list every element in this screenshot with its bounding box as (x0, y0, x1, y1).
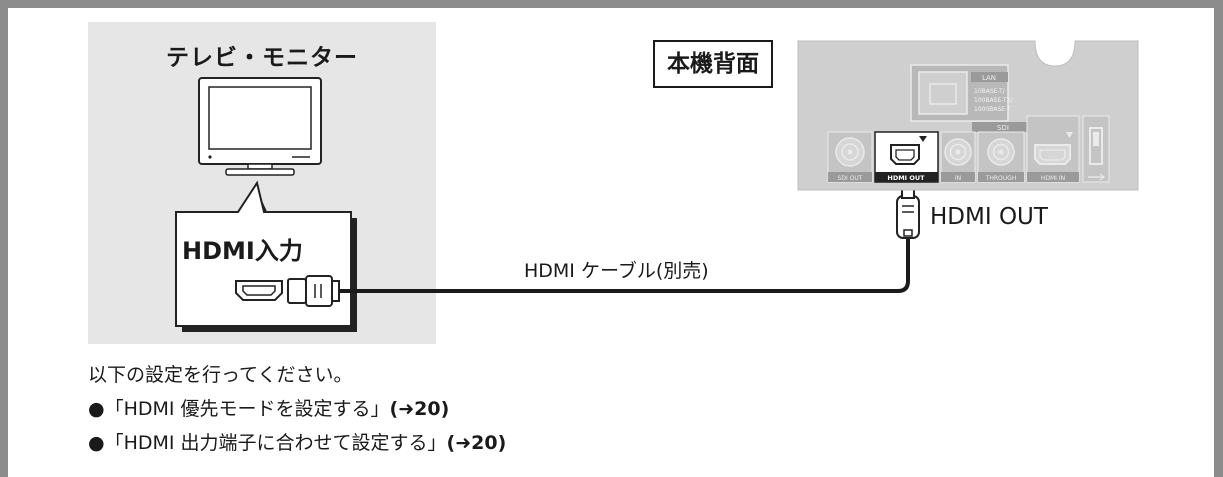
instruction-text: ●「HDMI 優先モードを設定する」 (88, 398, 390, 420)
lan-spec-2: 100BASE-TX/ (974, 97, 1014, 104)
lan-spec-3: 1000BASE-T (974, 106, 1011, 113)
hdmi-input-label: HDMI入力 (182, 237, 303, 265)
sdi-in-port-label: IN (955, 175, 961, 182)
sdi-through-port-label: THROUGH (985, 175, 1017, 182)
lan-spec-1: 10BASE-T/ (974, 88, 1006, 95)
tv-title: テレビ・モニター (166, 45, 358, 71)
player-side-plug (896, 187, 920, 239)
instructions: 以下の設定を行ってください。 ●「HDMI 優先モードを設定する」(➜20) ●… (88, 358, 506, 460)
sdi-out-port-label: SDI OUT (838, 175, 863, 182)
lan-port-label: LAN (982, 74, 996, 82)
tv-hdmi-jack (235, 280, 283, 301)
page-reference-link: (➜20) (389, 398, 450, 420)
hdmi-in-port-label: HDMI IN (1041, 175, 1065, 182)
hdmi-out-label: HDMI OUT (930, 204, 1048, 230)
tv-icon (198, 77, 322, 176)
rear-panel-label: 本機背面 (653, 40, 773, 88)
frame-top-border (0, 0, 1223, 8)
cable-label: HDMI ケーブル(別売) (524, 260, 709, 282)
frame-left-border (0, 0, 8, 477)
instruction-item: ●「HDMI 優先モードを設定する」(➜20) (88, 392, 506, 426)
sdi-group-label: SDI (997, 124, 1009, 132)
instructions-intro: 以下の設定を行ってください。 (88, 364, 353, 386)
hdmi-out-port-label: HDMI OUT (887, 174, 925, 182)
instruction-item: ●「HDMI 出力端子に合わせて設定する」(➜20) (88, 426, 506, 460)
player-rear-panel: LAN 10BASE-T/ 100BASE-TX/ 1000BASE-T SDI… (797, 40, 1139, 191)
tv-side-plug (287, 275, 340, 307)
hdmi-cable (339, 238, 910, 293)
page-reference-link: (➜20) (446, 432, 507, 454)
instruction-text: ●「HDMI 出力端子に合わせて設定する」 (88, 432, 447, 454)
frame-right-border (1214, 0, 1223, 477)
